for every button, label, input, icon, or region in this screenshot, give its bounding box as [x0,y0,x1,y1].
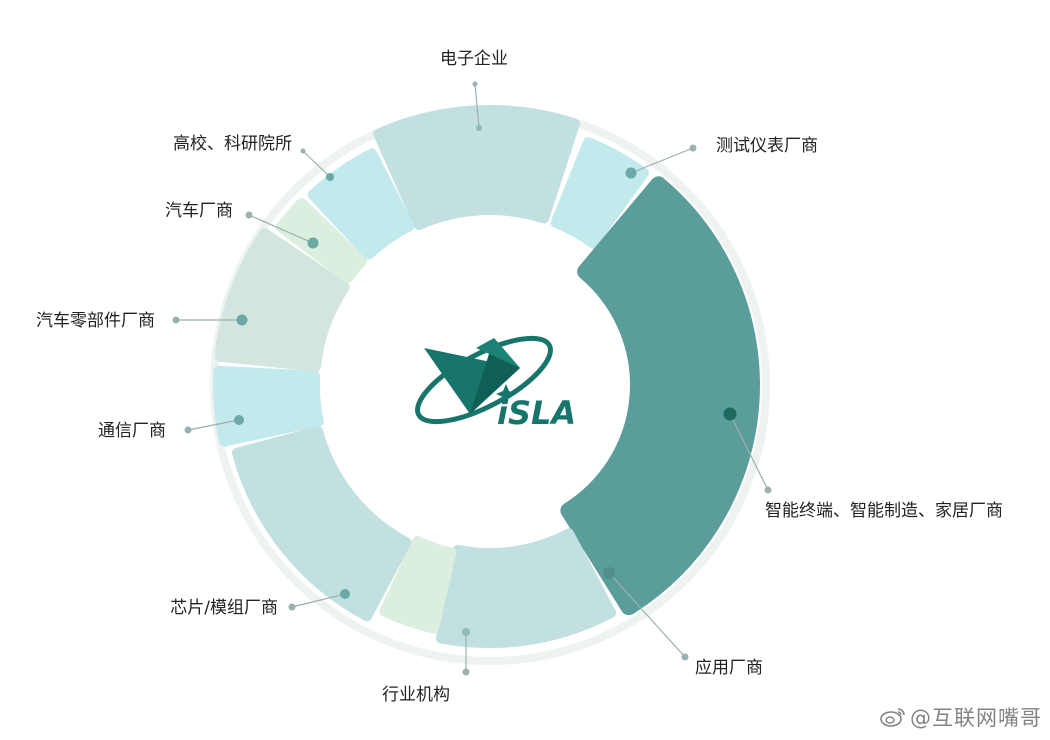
star-orbit-logo-icon: iSLA [415,335,576,432]
logo-sparkle [496,384,516,404]
logo-star-tip [476,338,520,368]
leader-automakers [248,214,314,244]
segment-smart-terminals [560,176,760,616]
leader-end-dot [462,668,470,676]
segment-app-vendors [435,528,617,649]
leader-universities [302,150,331,178]
label-test-instruments: 测试仪表厂商 [716,136,818,156]
segment-dot-test-instruments [625,167,637,179]
leader-app-vendors [608,572,686,658]
segment-auto-parts [214,227,350,372]
segment-chip-module [231,426,412,622]
leader-end-dot [689,144,697,152]
watermark: @互联网嘴哥 [880,702,1042,732]
segment-dot-universities [326,173,334,181]
logo-orbit [415,335,553,425]
logo-wordmark: iSLA [497,394,576,432]
leader-end-dots [172,81,772,676]
label-automakers: 汽车厂商 [165,201,233,221]
leader-test-instruments [630,147,694,174]
segment-industry-orgs [379,535,457,634]
ring-segments [213,105,760,649]
segment-labels: 电子企业 测试仪表厂商 智能终端、智能制造、家居厂商 应用厂商 行业机构 芯片/… [36,49,1003,705]
label-electronics: 电子企业 [440,49,508,69]
segment-dot-smart-terminals [723,407,737,421]
leader-telecom [187,419,240,431]
segment-dot-electronics [476,125,482,131]
leader-lines [176,83,769,672]
label-industry-orgs: 行业机构 [382,685,450,705]
leader-end-dot [245,211,253,219]
weibo-icon [880,708,905,727]
leader-end-dot [288,603,296,611]
segment-dots [234,125,737,636]
segment-automakers [275,198,367,283]
segment-dot-industry-orgs [462,628,470,636]
segment-test-instruments [550,137,649,249]
leader-smart-terminals [729,413,769,491]
segment-dot-telecom [234,415,244,425]
leader-end-dot [764,486,772,494]
segment-dot-chip-module [340,589,350,599]
label-chip-module: 芯片/模组厂商 [170,598,278,618]
leader-chip-module [291,593,346,608]
watermark-text: @互联网嘴哥 [910,706,1042,730]
segment-telecom [213,365,324,447]
leader-electronics [474,83,480,129]
label-auto-parts: 汽车零部件厂商 [36,311,155,331]
segment-dot-auto-parts [236,314,248,326]
leader-end-dot [681,653,689,661]
leader-end-dot [172,316,180,324]
label-universities: 高校、科研院所 [173,134,292,154]
segment-electronics [373,105,580,231]
segment-dot-app-vendors [603,567,615,579]
leader-end-dot [184,426,192,434]
leader-end-dot [300,148,306,154]
label-telecom: 通信厂商 [98,421,166,441]
label-app-vendors: 应用厂商 [695,658,763,678]
leader-end-dot [472,81,478,87]
label-smart-terminals: 智能终端、智能制造、家居厂商 [765,501,1003,521]
segment-dot-automakers [307,237,319,249]
